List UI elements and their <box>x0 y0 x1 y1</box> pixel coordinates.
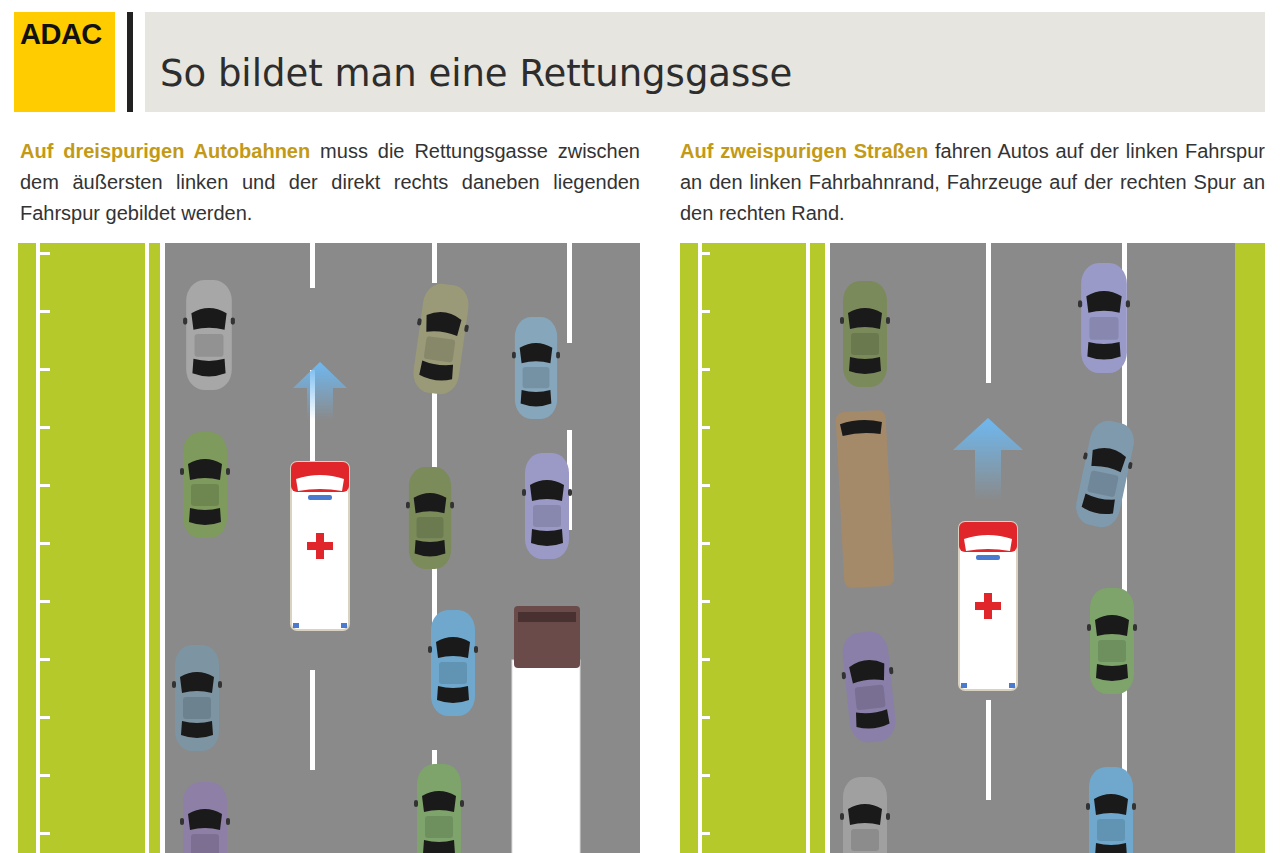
description-paragraph: Auf zweispurigen Straßen fahren Autos au… <box>680 136 1265 229</box>
ambulance-right <box>953 418 1023 690</box>
two-lane-road <box>680 243 1265 853</box>
description-paragraph: Auf dreispurigen Autobahnen muss die Ret… <box>20 136 640 229</box>
ambulance-left <box>291 362 349 630</box>
title-band <box>145 12 1265 112</box>
title: So bildet man eine Rettungsgasse <box>160 52 792 95</box>
logo-text: ADAC <box>20 18 102 50</box>
logo-box: ADAC <box>14 12 115 112</box>
cars-right <box>835 263 1140 853</box>
lead-text: Auf dreispurigen Autobahnen <box>20 140 310 162</box>
cars-left <box>172 280 580 853</box>
divider-bar <box>127 12 133 112</box>
lead-text: Auf zweispurigen Straßen <box>680 140 928 162</box>
